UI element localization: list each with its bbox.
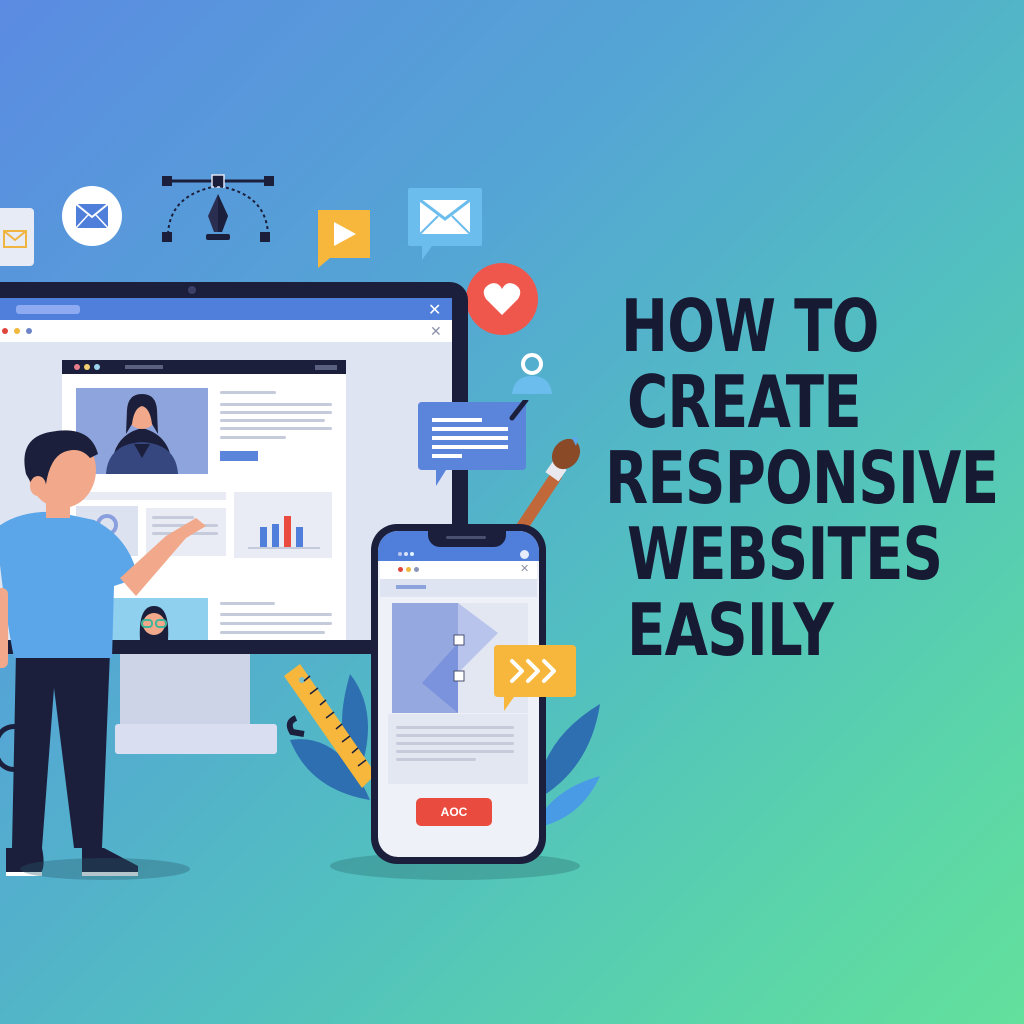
phone-nav-strip — [380, 579, 537, 597]
headline-line-4: WEBSITES — [627, 512, 943, 596]
phone-status-circle — [520, 550, 529, 559]
phone-cta-button[interactable]: AOC — [416, 798, 492, 826]
headline-line-5: EASILY — [627, 588, 834, 672]
monitor-stand — [120, 654, 250, 724]
pen-tool-icon — [160, 172, 276, 246]
play-icon — [316, 208, 372, 268]
window-dot-yellow[interactable] — [14, 328, 20, 334]
text-line — [396, 750, 514, 753]
window-dot-blue[interactable] — [26, 328, 32, 334]
phone-text-block — [388, 714, 528, 784]
text-line — [220, 436, 286, 439]
status-dot — [398, 552, 402, 556]
phone-speaker — [446, 536, 486, 539]
monitor-base — [115, 724, 277, 754]
avatar-card — [110, 598, 208, 640]
phone-notch — [428, 531, 506, 547]
window-dot-yellow[interactable] — [406, 567, 411, 572]
headline-line-3: RESPONSIVE — [605, 436, 999, 520]
text-line — [220, 427, 332, 430]
text-line — [220, 631, 325, 634]
status-dot — [410, 552, 414, 556]
paintbrush-icon — [510, 432, 582, 536]
headline-line-1: HOW TO — [621, 284, 879, 368]
chat-lines-icon — [418, 397, 530, 488]
window-dot-red[interactable] — [398, 567, 403, 572]
webcam — [188, 286, 196, 294]
card-strip — [80, 492, 226, 500]
leaf-decoration — [530, 700, 602, 830]
mail-chat-icon — [406, 186, 484, 260]
inner-page-header — [62, 360, 346, 374]
profile-image — [76, 388, 208, 474]
window-dot-blue — [94, 364, 100, 370]
browser-title-bar — [0, 298, 452, 320]
close-icon[interactable]: ✕ — [520, 563, 530, 575]
text-line — [220, 622, 332, 625]
heart-icon — [466, 263, 538, 335]
read-more-button[interactable] — [220, 451, 258, 461]
inner-nav-bar — [125, 365, 163, 369]
browser-toolbar — [0, 320, 452, 342]
inner-nav-button — [315, 365, 337, 370]
headline: HOW TO CREATE RESPONSIVE WEBSITES EASILY — [605, 288, 1005, 668]
user-pin-icon — [510, 352, 554, 394]
window-dot-blue[interactable] — [414, 567, 419, 572]
text-line — [152, 516, 194, 519]
text-line — [396, 758, 476, 761]
window-dot-red[interactable] — [2, 328, 8, 334]
window-dot-red — [74, 364, 80, 370]
text-line — [220, 419, 325, 422]
text-line — [396, 726, 514, 729]
mail-icon — [62, 186, 122, 246]
briefcase-mail-icon — [0, 208, 34, 266]
status-dot — [404, 552, 408, 556]
text-line — [220, 602, 275, 605]
floor-shadow — [20, 858, 190, 880]
forward-arrows-icon — [494, 645, 576, 711]
close-icon[interactable]: ✕ — [430, 323, 442, 339]
headline-line-2: CREATE — [627, 360, 862, 444]
browser-tab[interactable] — [16, 305, 80, 314]
window-dot-yellow — [84, 364, 90, 370]
headset-icon — [0, 724, 25, 772]
text-line — [220, 403, 332, 406]
close-icon[interactable]: ✕ — [428, 302, 442, 319]
text-line — [220, 613, 332, 616]
person-illustration — [0, 428, 220, 884]
phone-nav-item — [396, 585, 426, 589]
text-line — [220, 391, 276, 394]
text-line — [396, 734, 514, 737]
bar-chart-card — [234, 492, 332, 558]
text-line — [396, 742, 514, 745]
text-line — [220, 411, 332, 414]
phone-browser-bar — [380, 561, 537, 579]
ruler-icon — [284, 662, 376, 792]
